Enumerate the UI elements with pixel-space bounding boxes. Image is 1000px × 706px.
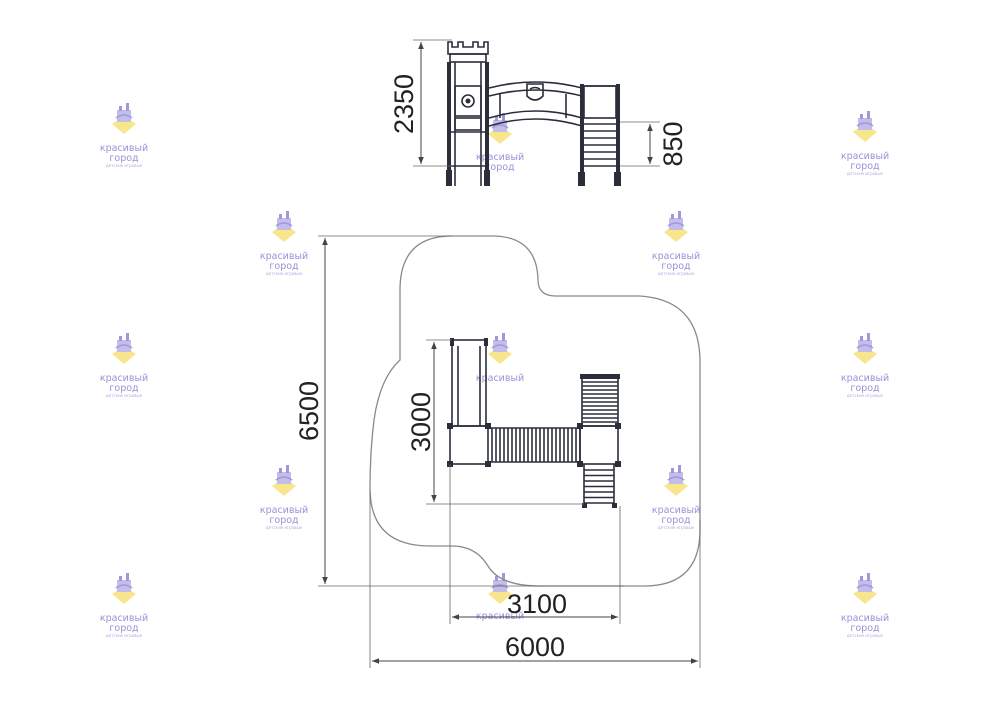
plan-view: 6500 3000 3100 6000 [294, 235, 701, 668]
bridge-plan [488, 427, 581, 463]
watermark-tagline: детские игровые [266, 525, 303, 530]
watermark-brand: красивый [841, 613, 889, 624]
watermark-brand: красивый [841, 151, 889, 162]
watermark-brand: красивый [841, 373, 889, 384]
watermark-logo [663, 464, 689, 497]
watermark-tagline: детские игровые [106, 633, 143, 638]
watermark-brand-line2: город [850, 383, 880, 394]
tower [446, 41, 490, 186]
dim-label-850: 850 [658, 121, 688, 166]
watermark-brand: красивый [100, 143, 148, 154]
watermark-tagline: детские игровые [847, 171, 884, 176]
watermark-brand-line2: город [109, 623, 139, 634]
watermark-tagline: детские игровые [106, 163, 143, 168]
watermark-tagline: детские игровые [658, 525, 695, 530]
watermark-brand-line2: город [269, 261, 299, 272]
dim-platform-height: 850 [620, 121, 688, 167]
watermark-logo [111, 332, 137, 365]
watermark-logo [852, 332, 878, 365]
dim-zone-width: 6000 [369, 490, 701, 668]
watermark-brand-line2: город [850, 161, 880, 172]
arched-bridge [488, 81, 583, 127]
watermark-brand: красивый [652, 505, 700, 516]
watermarks [111, 102, 878, 605]
watermark-brand: красивый [476, 152, 524, 163]
watermark-logo [111, 572, 137, 605]
watermark-brand: красивый [476, 373, 524, 384]
ladder-plan [582, 464, 617, 508]
watermark-logo [852, 110, 878, 143]
dim-zone-depth: 6500 [294, 235, 624, 587]
watermark-logo [487, 332, 513, 365]
watermark-tagline: детские игровые [847, 393, 884, 398]
dim-equipment-depth: 3000 [406, 339, 584, 505]
watermark-tagline: детские игровые [106, 393, 143, 398]
dim-label-6000: 6000 [505, 632, 565, 662]
watermark-brand-line2: город [850, 623, 880, 634]
watermark-tagline: детские игровые [847, 633, 884, 638]
watermark-brand: красивый [260, 505, 308, 516]
climb-rungs [582, 381, 618, 423]
watermark-logo [271, 464, 297, 497]
dim-label-3100: 3100 [507, 589, 567, 619]
watermark-brand-line2: город [661, 261, 691, 272]
ladder-rungs [584, 123, 616, 167]
watermark-brand: красивый [100, 613, 148, 624]
watermark-brand: красивый [652, 251, 700, 262]
watermark-brand-line2: город [485, 162, 515, 173]
safety-zone-outline [369, 235, 701, 587]
tower-platform [447, 423, 491, 467]
watermark-texts: красивый город детские игровые красивый … [100, 143, 889, 638]
ladder-platform [578, 84, 621, 186]
bridge-slats [491, 428, 581, 462]
watermark-logo [852, 572, 878, 605]
watermark-tagline: детские игровые [266, 271, 303, 276]
dim-label-2350: 2350 [389, 74, 419, 134]
dim-label-6500: 6500 [294, 381, 324, 441]
watermark-brand-line2: город [109, 383, 139, 394]
dim-equipment-width: 3100 [449, 464, 621, 624]
watermark-brand-line2: город [269, 515, 299, 526]
watermark-brand-line2: город [661, 515, 691, 526]
watermark-logo [663, 210, 689, 243]
right-platform [577, 423, 621, 467]
front-elevation: 2350 850 [389, 39, 688, 186]
climbing-section [580, 374, 620, 427]
watermark-brand-line2: город [109, 153, 139, 164]
watermark-logo [111, 102, 137, 135]
watermark-logo [271, 210, 297, 243]
watermark-tagline: детские игровые [658, 271, 695, 276]
dim-overall-height: 2350 [389, 39, 452, 167]
dim-label-3000: 3000 [406, 392, 436, 452]
ladder-plan-rungs [584, 469, 614, 504]
watermark-brand: красивый [260, 251, 308, 262]
watermark-brand: красивый [100, 373, 148, 384]
